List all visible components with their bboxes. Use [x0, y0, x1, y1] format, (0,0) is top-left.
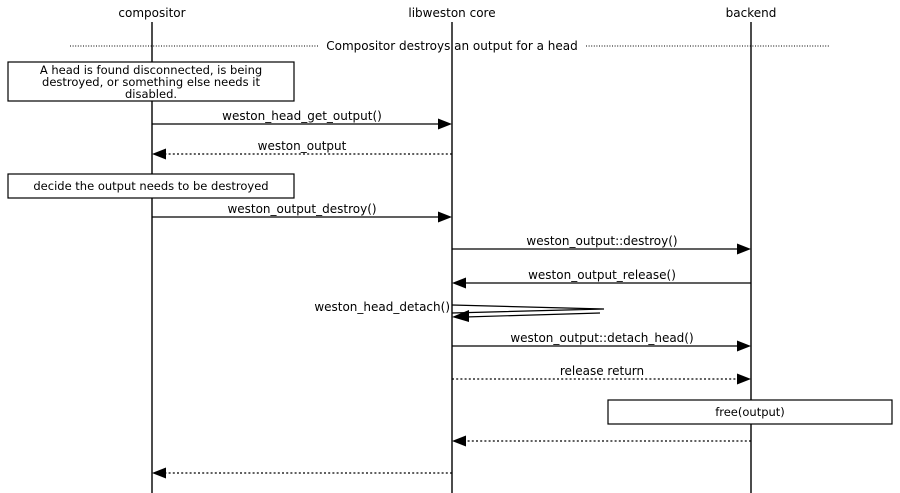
actor-label-compositor: compositor — [118, 6, 185, 20]
message-label-weston-output-release: weston_output_release() — [528, 268, 676, 282]
message-weston-output-destroy: weston_output_destroy() — [152, 202, 452, 223]
note-head-disconnected-line-1: A head is found disconnected, is being — [40, 63, 262, 77]
message-arrowhead-core-return — [152, 467, 166, 479]
message-arrowhead-weston-output-release — [452, 277, 466, 289]
message-arrowhead-weston-output-destroy-vfunc — [737, 243, 751, 255]
note-free-output: free(output) — [607, 399, 893, 425]
message-backend-return — [452, 435, 751, 447]
message-arrowhead-backend-return — [452, 435, 466, 447]
note-decide-destroy-line-1: decide the output needs to be destroyed — [33, 179, 268, 193]
section-divider: Compositor destroys an output for a head — [70, 39, 830, 53]
message-label-weston-head-detach: weston_head_detach() — [314, 300, 450, 314]
message-weston-output-release: weston_output_release() — [452, 268, 751, 289]
note-head-disconnected: A head is found disconnected, is being d… — [7, 61, 295, 102]
message-core-return — [152, 467, 452, 479]
actor-headers: compositor libweston core backend — [118, 6, 776, 20]
divider-title: Compositor destroys an output for a head — [326, 39, 578, 53]
message-selfcall-path-weston-head-detach — [451, 304, 605, 314]
message-arrowhead-release-return — [737, 373, 751, 385]
message-label-weston-output-return: weston_output — [258, 139, 347, 153]
message-weston-head-detach: weston_head_detach() — [314, 300, 605, 322]
message-release-return: release return — [452, 364, 751, 385]
note-head-disconnected-line-3: disabled. — [125, 87, 177, 101]
note-free-output-line-1: free(output) — [715, 405, 785, 419]
actor-label-backend: backend — [726, 6, 777, 20]
message-arrowhead-weston-output-destroy — [438, 211, 452, 223]
actor-label-libweston-core: libweston core — [408, 6, 495, 20]
message-arrowhead-weston-head-detach — [452, 310, 469, 322]
message-weston-head-get-output: weston_head_get_output() — [152, 109, 452, 130]
note-decide-destroy: decide the output needs to be destroyed — [7, 173, 295, 199]
message-arrowhead-weston-output-detach-head — [737, 340, 751, 352]
message-selfcall-return-weston-head-detach — [464, 312, 601, 318]
message-arrowhead-weston-head-get-output — [438, 118, 452, 130]
message-weston-output-return: weston_output — [152, 139, 452, 160]
message-arrowhead-weston-output-return — [152, 148, 166, 160]
message-label-release-return: release return — [560, 364, 644, 378]
note-free-output-box — [607, 399, 893, 425]
note-head-disconnected-line-2: destroyed, or something else needs it — [42, 75, 260, 89]
note-head-disconnected-box — [7, 61, 295, 102]
message-weston-output-destroy-vfunc: weston_output::destroy() — [452, 234, 751, 255]
message-label-weston-head-get-output: weston_head_get_output() — [222, 109, 382, 123]
message-label-weston-output-destroy: weston_output_destroy() — [227, 202, 376, 216]
note-decide-destroy-box — [7, 173, 295, 199]
message-weston-output-detach-head: weston_output::detach_head() — [452, 331, 751, 352]
message-label-weston-output-destroy-vfunc: weston_output::destroy() — [526, 234, 677, 248]
message-label-weston-output-detach-head: weston_output::detach_head() — [510, 331, 693, 345]
